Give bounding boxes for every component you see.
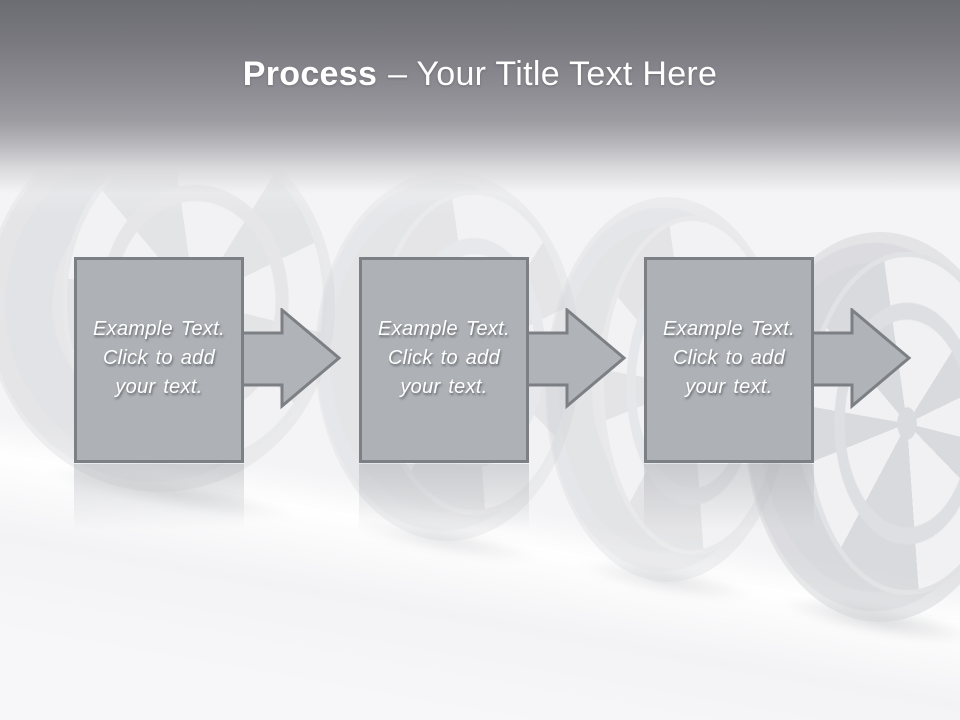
step-2-placeholder-box[interactable]: Example Text. Click to add your text. <box>359 257 529 463</box>
step-3-placeholder-box[interactable]: Example Text. Click to add your text. <box>644 257 814 463</box>
step-2-placeholder-text: Example Text. Click to add your text. <box>378 317 510 398</box>
step-1-placeholder-box[interactable]: Example Text. Click to add your text. <box>74 257 244 463</box>
wheel-rim-icon <box>804 251 960 595</box>
title-placeholder-text: – Your Title Text Here <box>388 55 718 93</box>
arrow-right-icon <box>812 308 912 410</box>
arrow-right-icon <box>242 308 342 410</box>
slide-title: Process – Your Title Text Here <box>0 52 960 96</box>
step-3-placeholder-text: Example Text. Click to add your text. <box>663 317 795 398</box>
arrow-right-icon <box>527 308 627 410</box>
step-1-placeholder-text: Example Text. Click to add your text. <box>93 317 225 398</box>
title-keyword: Process <box>242 55 378 93</box>
